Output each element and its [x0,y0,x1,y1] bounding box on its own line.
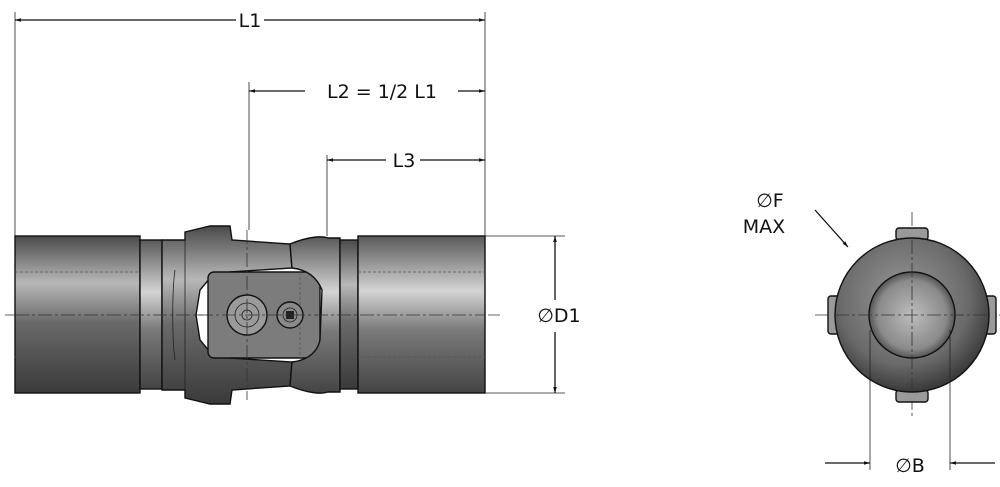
L2-label: L2 = 1/2 L1 [327,81,437,103]
dimensions-side: L1 L2 = 1/2 L1 L3 ∅D1 [14,10,581,394]
side-view [5,225,500,405]
dimensions-end: ∅F MAX ∅B [743,190,995,477]
right-yoke [289,236,341,394]
MAX-label: MAX [743,216,785,238]
left-yoke [161,225,293,405]
left-hub [14,235,141,394]
F-leader [814,209,849,248]
B-label: ∅B [895,455,925,477]
end-view [815,212,1000,418]
L3-label: L3 [393,150,416,172]
F-label: ∅F [756,190,783,212]
right-collar [339,239,359,390]
left-collar [139,239,163,390]
L1-label: L1 [239,10,262,32]
D1-label: ∅D1 [537,305,580,327]
right-hub [357,235,486,394]
